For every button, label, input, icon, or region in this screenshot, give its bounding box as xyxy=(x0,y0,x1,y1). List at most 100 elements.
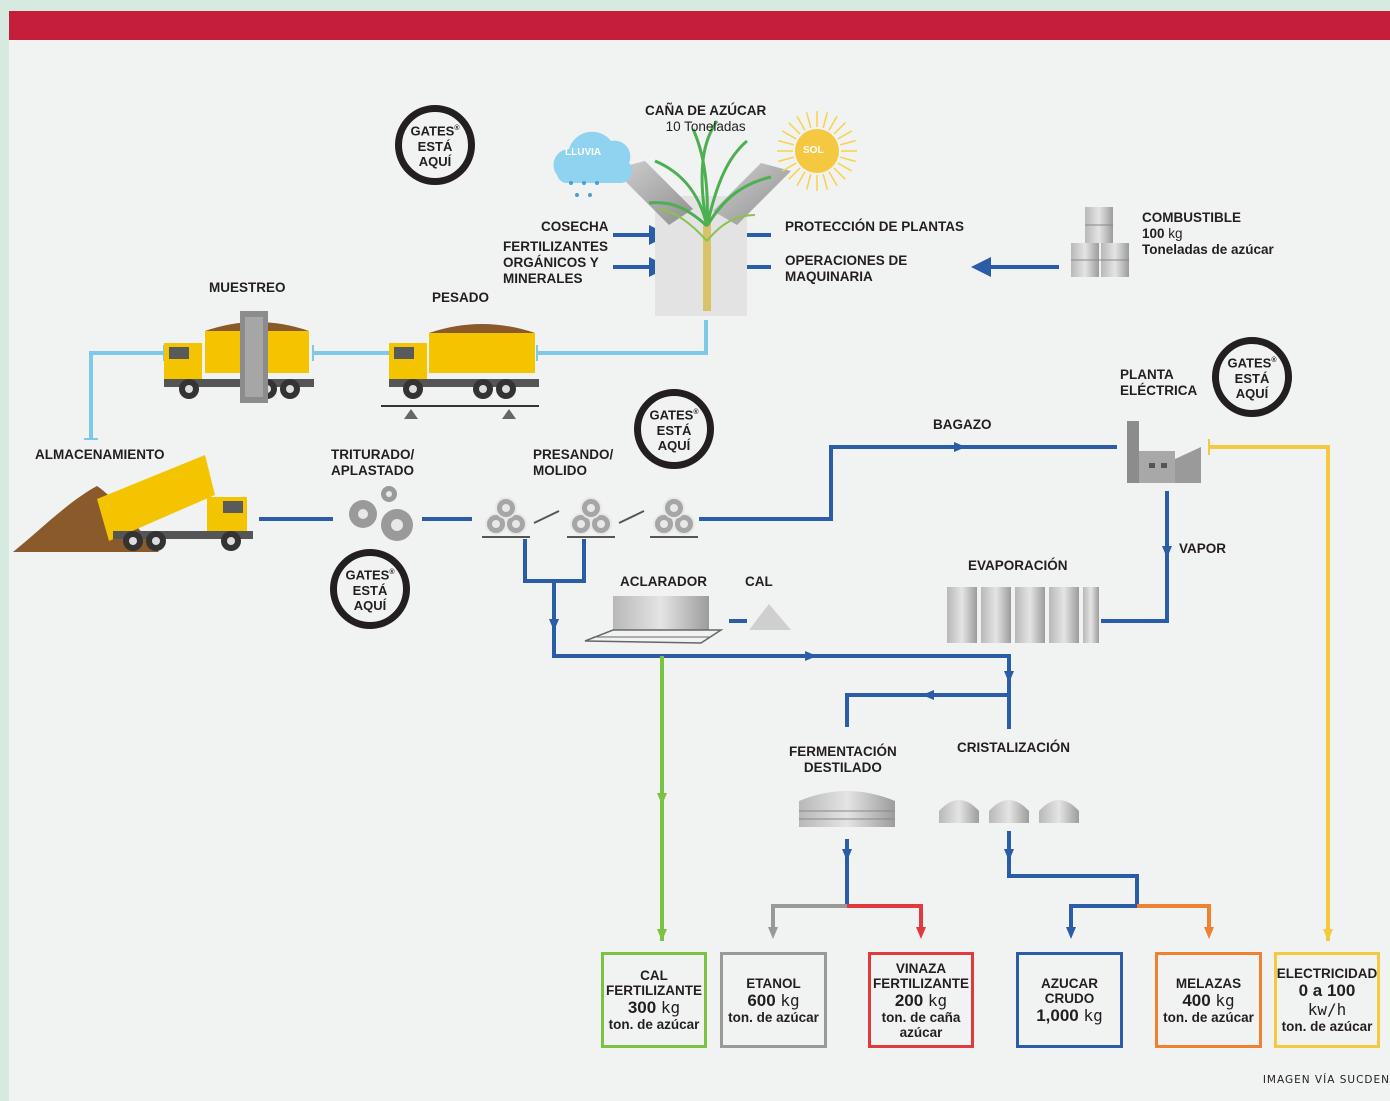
storage-label: ALMACENAMIENTO xyxy=(35,447,165,462)
weighing-truck-icon xyxy=(381,324,539,419)
output-unit: kg xyxy=(780,990,800,1010)
harvest-label: COSECHA xyxy=(541,219,609,234)
output-title-line: AZUCAR xyxy=(1041,975,1098,991)
lime-pile-icon xyxy=(749,604,791,630)
badge-reg: ® xyxy=(454,125,460,133)
crushing-line-1: TRITURADO/ xyxy=(331,447,415,462)
fertilizers-line-2: ORGÁNICOS Y xyxy=(503,255,599,270)
flow-diagram xyxy=(13,111,1333,941)
clarifier-icon xyxy=(584,596,724,644)
sun-ray xyxy=(805,112,812,129)
output-title-line: FERTILIZANTE xyxy=(873,975,969,991)
output-amount: 600 xyxy=(747,990,776,1010)
crushing-label: TRITURADO/ APLASTADO xyxy=(331,447,414,479)
truck-route-line xyxy=(84,320,708,440)
crystallization-label: CRISTALIZACIÓN xyxy=(957,740,1070,755)
output-amount: 300 xyxy=(627,998,657,1017)
roller-hub xyxy=(502,504,510,512)
sugarcane-illustration xyxy=(613,120,791,316)
steam-label: VAPOR xyxy=(1179,541,1227,556)
weighing-label: PESADO xyxy=(432,290,490,305)
storage-dump-truck-icon xyxy=(13,455,253,552)
output-amount: 0 a 100 xyxy=(1298,981,1356,1000)
gates-badge-3: GATES® ESTÁ AQUÍ xyxy=(634,389,714,469)
rain-label: LLUVIA xyxy=(565,147,602,158)
output-unit: kg xyxy=(1083,1005,1103,1025)
output-amount: 400 xyxy=(1182,990,1211,1010)
output-value: 1,000 kg xyxy=(1036,1006,1103,1025)
fertilizers-line-1: FERTILIZANTES xyxy=(503,239,608,254)
pressing-line-2: MOLIDO xyxy=(533,463,587,478)
header-bar xyxy=(9,11,1390,40)
fermentation-tank-icon xyxy=(799,791,895,827)
output-per-line: ton. de azúcar xyxy=(1281,1019,1373,1034)
sugarcane-label: CAÑA DE AZÚCAR 10 Toneladas xyxy=(645,103,766,135)
roller-hub xyxy=(492,520,500,528)
sun-ray xyxy=(828,115,838,131)
pressing-label: PRESANDO/ MOLIDO xyxy=(533,447,613,479)
output-title-line: FERTILIZANTE xyxy=(606,983,702,998)
output-value: 400 kg xyxy=(1182,991,1234,1010)
sun-ray xyxy=(805,173,812,190)
output-title-line: CRUDO xyxy=(1044,990,1095,1006)
fuel-per: Toneladas de azúcar xyxy=(1142,242,1274,257)
output-title-line: ETANOL xyxy=(746,975,801,991)
roller-hub xyxy=(577,520,585,528)
sun-ray xyxy=(837,130,853,140)
crystallization-tanks-icon xyxy=(939,800,1079,823)
badge-brand: GATES xyxy=(1227,355,1272,371)
roller-hub xyxy=(587,504,595,512)
output-value: 600 kg xyxy=(747,991,799,1010)
sun-ray xyxy=(822,173,829,190)
fuel-label: COMBUSTIBLE 100 kg Toneladas de azúcar xyxy=(1142,210,1274,258)
clarifier-label: ACLARADOR xyxy=(620,574,707,589)
output-value: 300 kg xyxy=(628,998,680,1017)
roller-hub xyxy=(680,520,688,528)
sun-ray xyxy=(788,122,801,135)
output-title-line: VINAZA xyxy=(895,960,947,976)
badge-line-2: ESTÁ xyxy=(656,422,692,438)
evaporation-tanks-icon xyxy=(947,587,1099,643)
plant-protection-label: PROTECCIÓN DE PLANTAS xyxy=(785,219,965,234)
fertilizers-label: FERTILIZANTES ORGÁNICOS Y MINERALES xyxy=(503,239,608,287)
flow-arrowheads xyxy=(549,442,1172,939)
fuel-amount: 100 xyxy=(1142,226,1165,241)
fermentation-line-1: FERMENTACIÓN xyxy=(789,744,897,759)
machinery-line-2: MAQUINARIA xyxy=(785,269,873,284)
output-per-line: ton. de caña xyxy=(881,1009,961,1025)
diagram-canvas: CAÑA DE AZÚCAR 10 Toneladas LLUVIA SOL C… xyxy=(9,11,1390,1101)
pressing-rollers-icon xyxy=(482,497,698,538)
badge-brand: GATES xyxy=(410,123,455,139)
sun-icon xyxy=(777,111,857,191)
power-plant-line-1: PLANTA xyxy=(1120,367,1174,382)
machinery-label: OPERACIONES DE MAQUINARIA xyxy=(785,253,907,285)
sun-ray xyxy=(778,156,795,163)
fertilizers-line-3: MINERALES xyxy=(503,271,583,286)
badge-reg: ® xyxy=(389,569,395,577)
output-value: 200 kg xyxy=(895,991,947,1010)
sugarcane-amount: 10 Toneladas xyxy=(665,119,746,134)
output-title-line: CAL xyxy=(640,968,668,983)
lime-label: CAL xyxy=(745,574,773,589)
sun-ray xyxy=(778,139,795,146)
output-per-line: ton. de azúcar xyxy=(608,1017,700,1032)
sun-label: SOL xyxy=(803,145,824,156)
bagasse-label: BAGAZO xyxy=(933,417,992,432)
fuel-barrels-icon xyxy=(1071,207,1129,277)
badge-line-3: AQUÍ xyxy=(657,437,691,453)
sun-ray xyxy=(796,115,806,131)
badge-line-3: AQUÍ xyxy=(418,153,452,169)
badge-line-3: AQUÍ xyxy=(1235,385,1269,401)
gates-badge-1: GATES® ESTÁ AQUÍ xyxy=(395,105,475,185)
image-credit: IMAGEN VÍA SUCDEN xyxy=(1262,1074,1390,1086)
output-lines xyxy=(660,439,1330,941)
output-unit: kg xyxy=(660,998,681,1017)
crushing-gears-icon xyxy=(349,486,413,541)
power-plant-label: PLANTA ELÉCTRICA xyxy=(1120,367,1197,399)
sun-ray xyxy=(839,139,856,146)
output-per-line: azúcar xyxy=(899,1024,943,1040)
machinery-line-1: OPERACIONES DE xyxy=(785,253,908,268)
badge-line-3: AQUÍ xyxy=(353,597,387,613)
roller-hub xyxy=(597,520,605,528)
